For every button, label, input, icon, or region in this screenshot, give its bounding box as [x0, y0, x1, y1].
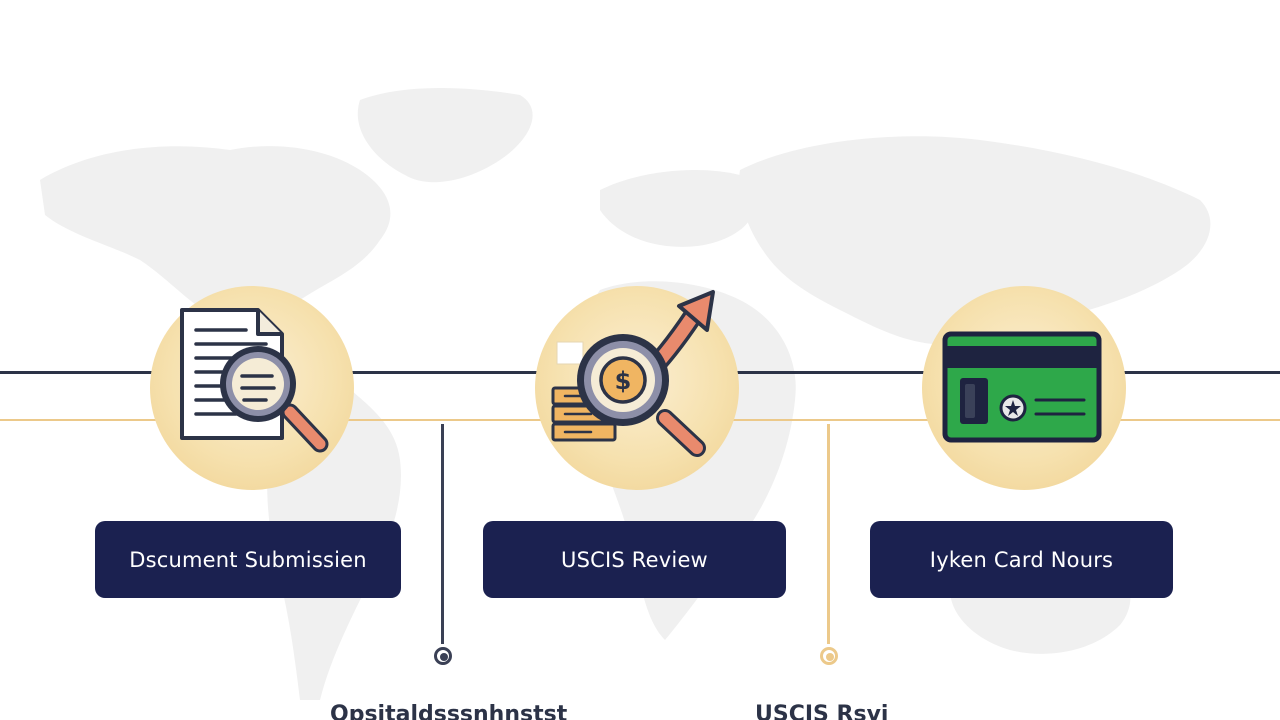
bottom-label-2: USCIS Rsvi: [755, 702, 889, 720]
timeline-node-gold: [820, 647, 838, 665]
timeline-node-navy: [434, 647, 452, 665]
connector-line-navy: [441, 424, 444, 644]
step-3-label: Iyken Card Nours: [870, 521, 1173, 598]
magnifier-chart-icon: $: [551, 290, 715, 457]
step-1-label: Dscument Submissien: [95, 521, 401, 598]
svg-text:$: $: [615, 367, 632, 395]
step-2-label: USCIS Review: [483, 521, 786, 598]
bottom-label-1: Qpsitaldsssnhnstst: [330, 702, 568, 720]
green-card-icon: [942, 331, 1102, 443]
connector-line-gold: [827, 424, 830, 644]
document-magnifier-icon: [180, 308, 329, 453]
